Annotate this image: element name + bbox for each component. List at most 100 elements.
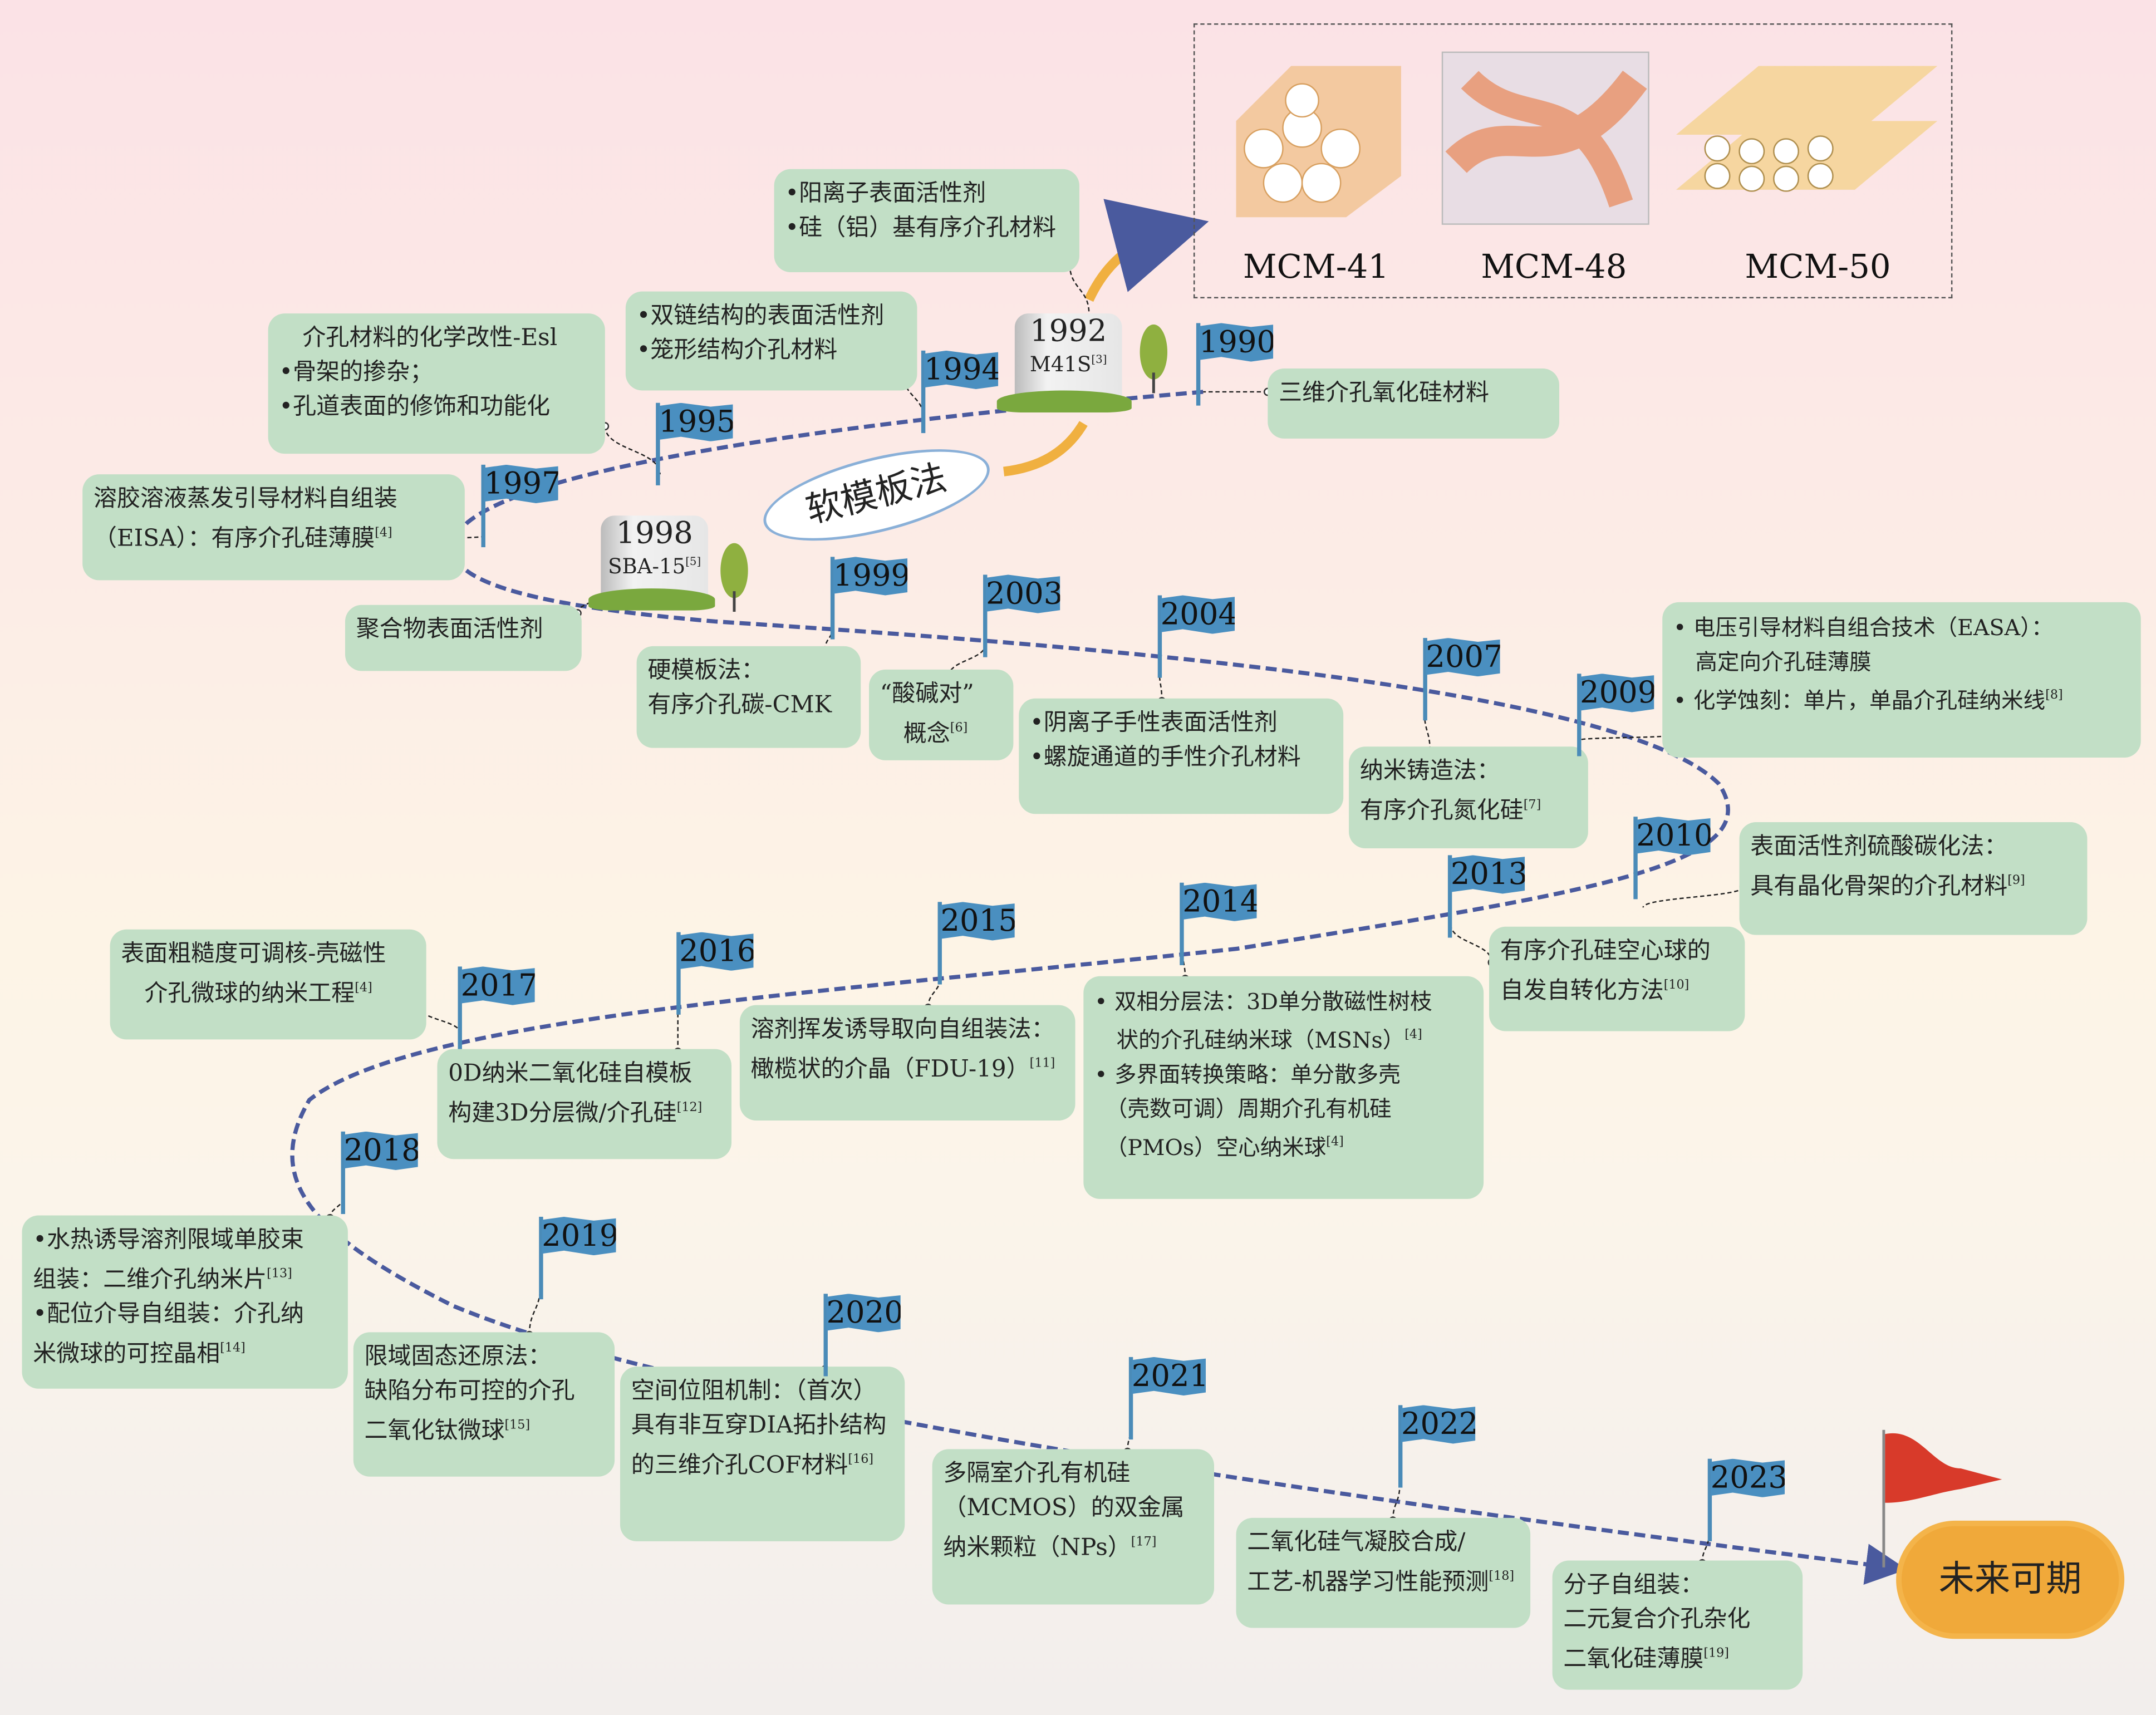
event-text: 有序介孔氮化硅 [1359, 797, 1524, 825]
leader-line [1069, 264, 1090, 314]
event-box: 二氧化硅气凝胶合成/工艺-机器学习性能预测[18] [1236, 1517, 1531, 1628]
event-line: 纳米颗粒（NPs）[17] [943, 1526, 1203, 1566]
flag-year-label: 1990 [1199, 323, 1274, 362]
event-line: （EISA）：有序介孔硅薄膜[4] [94, 517, 454, 557]
flag-year-label: 1994 [924, 350, 999, 390]
event-line: 的三维介孔COF材料[16] [631, 1444, 894, 1484]
event-text: 自发自转化方法 [1500, 977, 1664, 1005]
event-box: •阴离子手性表面活性剂•螺旋通道的手性介孔材料 [1019, 698, 1344, 814]
event-line: •水热诱导溶剂限域单胶束 [33, 1223, 337, 1258]
event-text: 限域固态还原法： [364, 1343, 552, 1371]
event-box: 三维介孔氧化硅材料 [1268, 368, 1559, 439]
event-box: 溶剂挥发诱导取向自组装法：橄榄状的介晶（FDU-19）[11] [739, 1005, 1075, 1121]
year-flag-2010: 2010 [1633, 817, 1716, 900]
flag-year-label: 2017 [460, 966, 535, 1005]
event-text: 具有非互穿DIA拓扑结构 [631, 1412, 887, 1440]
year-flag-2020: 2020 [823, 1294, 906, 1377]
event-text: 表面粗糙度可调核-壳磁性 [121, 940, 386, 968]
event-line: 具有晶化骨架的介孔材料[9] [1750, 865, 2076, 905]
event-line: •硅（铝）基有序介孔材料 [785, 212, 1068, 246]
mcm-48-cubic-icon [1441, 51, 1649, 225]
flag-year-label: 2004 [1160, 595, 1235, 634]
event-text: •配位介导自组装：介孔纳 [33, 1300, 304, 1329]
reference: [11] [1029, 1057, 1055, 1072]
event-text: （PMOs）空心纳米球 [1094, 1134, 1327, 1161]
flag-year-label: 1999 [833, 557, 908, 596]
flag-year-label: 2018 [343, 1131, 418, 1170]
mcm-41-hexagonal-icon [1236, 66, 1401, 218]
year-flag-1997: 1997 [481, 464, 564, 548]
event-line: 溶剂挥发诱导取向自组装法： [751, 1013, 1064, 1048]
flag-pole [830, 557, 835, 640]
event-text: 纳米颗粒（NPs） [943, 1534, 1131, 1562]
event-text: •孔道表面的修饰和功能化 [279, 393, 551, 421]
event-box: • 电压引导材料自组合技术（EASA）： 高定向介孔硅薄膜• 化学蚀刻：单片，单… [1662, 602, 2141, 758]
flag-pole [1707, 1458, 1712, 1541]
event-line: 有序介孔硅空心球的 [1500, 935, 1734, 970]
reference: [9] [2007, 874, 2025, 888]
flag-year-label: 2020 [826, 1294, 901, 1333]
event-text: • 多界面转换策略：单分散多壳 [1094, 1061, 1401, 1088]
event-text: •骨架的掺杂； [279, 358, 434, 387]
event-text: 缺陷分布可控的介孔 [364, 1377, 575, 1406]
event-text: 工艺-机器学习性能预测 [1247, 1569, 1489, 1596]
year-flag-2014: 2014 [1180, 882, 1262, 965]
flag-pole [1633, 817, 1638, 900]
event-text: 三维介孔氧化硅材料 [1279, 379, 1490, 407]
flag-pole [539, 1216, 543, 1300]
event-box: 表面活性剂硫酸碳化法：具有晶化骨架的介孔材料[9] [1739, 822, 2088, 935]
flag-year-label: 2015 [940, 902, 1015, 941]
event-line: •孔道表面的修饰和功能化 [279, 390, 594, 425]
flag-year-label: 2007 [1426, 638, 1500, 677]
event-box: “酸碱对” 概念[6] [869, 669, 1014, 760]
reference: [12] [676, 1101, 703, 1116]
event-box: • 双相分层法：3D单分散磁性树枝 状的介孔硅纳米球（MSNs）[4]• 多界面… [1083, 976, 1484, 1199]
flag-pole [823, 1294, 828, 1377]
year-flag-2018: 2018 [341, 1131, 424, 1215]
year-flag-2017: 2017 [458, 966, 541, 1049]
event-text: 分子自组装： [1563, 1571, 1704, 1599]
flag-pole [1447, 855, 1452, 938]
reference: [13] [267, 1267, 292, 1282]
event-text: 硬模板法： [647, 657, 765, 685]
tombstone-year: 1998 [616, 517, 693, 552]
tree-icon [1140, 324, 1168, 394]
year-flag-2003: 2003 [983, 574, 1065, 657]
event-line: 纳米铸造法： [1360, 755, 1577, 789]
event-text: •硅（铝）基有序介孔材料 [785, 214, 1057, 242]
event-line: •阴离子手性表面活性剂 [1030, 707, 1332, 741]
reference: [8] [2045, 689, 2063, 703]
year-flag-2019: 2019 [539, 1216, 621, 1300]
event-text: 二元复合介孔杂化 [1563, 1605, 1751, 1634]
event-box: 聚合物表面活性剂 [345, 605, 582, 671]
mcm-illustrations [1236, 51, 1938, 225]
event-box: •水热诱导溶剂限域单胶束 组装：二维介孔纳米片[13]•配位介导自组装：介孔纳 … [22, 1215, 348, 1389]
event-line: 溶胶溶液蒸发引导材料自组装 [94, 483, 454, 517]
event-line: 二氧化硅气凝胶合成/ [1247, 1526, 1519, 1561]
event-line: 0D纳米二氧化硅自模板 [448, 1057, 720, 1092]
reference: [6] [950, 721, 968, 736]
reference: [4] [355, 981, 372, 996]
flag-pole [341, 1131, 345, 1215]
event-line: 分子自组装： [1563, 1569, 1791, 1603]
reference: [3] [1091, 353, 1107, 366]
year-flag-2007: 2007 [1423, 638, 1505, 721]
red-flag-icon [1882, 1429, 2002, 1567]
mcm-structures-panel: MCM-41 MCM-48 MCM-50 [1193, 23, 1953, 298]
event-text: 二氧化硅气凝胶合成/ [1247, 1529, 1466, 1557]
event-text: 介孔材料的化学改性-Esl [279, 324, 558, 352]
event-line: 自发自转化方法[10] [1500, 969, 1734, 1009]
event-line: 构建3D分层微/介孔硅[12] [448, 1092, 720, 1132]
event-text: 多隔室介孔有机硅 [943, 1460, 1131, 1488]
grass-icon [996, 390, 1132, 412]
year-flag-2022: 2022 [1398, 1405, 1481, 1488]
grass-icon [588, 588, 715, 611]
event-text: •阳离子表面活性剂 [785, 180, 986, 208]
event-text: 0D纳米二氧化硅自模板 [448, 1060, 693, 1088]
event-text: “酸碱对” [880, 680, 974, 709]
flag-pole [1128, 1357, 1133, 1440]
event-line: •双链结构的表面活性剂 [637, 299, 906, 334]
flag-year-label: 2022 [1401, 1405, 1476, 1444]
event-text: 组装：二维介孔纳米片 [33, 1266, 267, 1294]
event-text: •阴离子手性表面活性剂 [1030, 709, 1278, 737]
